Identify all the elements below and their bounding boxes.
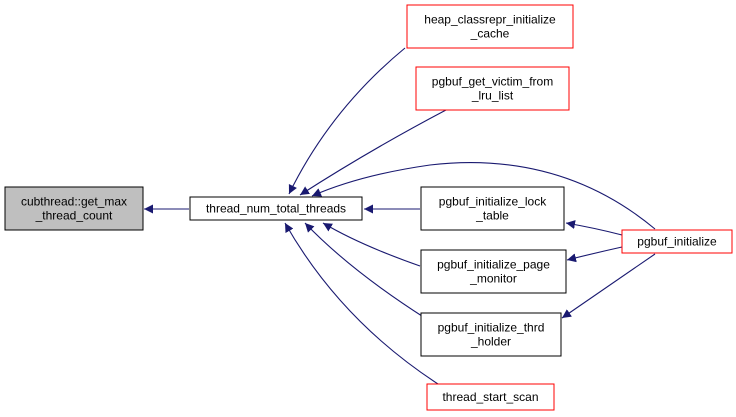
node-label-line: pgbuf_initialize: [637, 235, 717, 249]
node-start-scan[interactable]: thread_start_scan: [426, 383, 555, 411]
edge-pgbuf_init-to-lock_table: [565, 220, 623, 236]
node-label-line: heap_classrepr_initialize: [424, 13, 556, 27]
node-label-line: _thread_count: [35, 209, 113, 223]
edge-pgbuf_init-to-thrd_holder: [561, 253, 656, 319]
node-num-total[interactable]: thread_num_total_threads: [189, 196, 363, 221]
node-label-line: _cache: [470, 27, 510, 41]
node-label-line: thread_num_total_threads: [206, 202, 346, 216]
node-label-line: cubthread::get_max: [21, 195, 127, 209]
node-box: [415, 66, 570, 111]
node-label-line: _table: [475, 209, 509, 223]
node-page-monitor[interactable]: pgbuf_initialize_page_monitor: [420, 249, 567, 294]
edge-victim-to-num_total: [299, 109, 447, 196]
node-victim[interactable]: pgbuf_get_victim_from_lru_list: [415, 66, 570, 111]
node-label-line: _lru_list: [471, 89, 514, 103]
edge-thrd_holder-to-num_total: [304, 222, 426, 319]
edge-heap_cache-to-num_total: [288, 47, 406, 195]
edge-page_monitor-to-num_total: [322, 222, 421, 267]
edge-pgbuf_init-to-page_monitor: [566, 246, 623, 263]
node-thrd-holder[interactable]: pgbuf_initialize_thrd_holder: [420, 312, 562, 357]
node-label-line: _holder: [470, 335, 511, 349]
node-label-line: pgbuf_initialize_page: [437, 258, 550, 272]
edges: [144, 47, 656, 385]
node-box: [420, 249, 567, 294]
edge-start_scan-to-num_total: [284, 222, 439, 385]
node-heap-cache[interactable]: heap_classrepr_initialize_cache: [406, 4, 574, 49]
node-label-line: pgbuf_initialize_thrd: [438, 321, 545, 335]
node-get-max[interactable]: cubthread::get_max_thread_count: [4, 186, 144, 231]
node-box: [406, 4, 574, 49]
node-box: [420, 186, 565, 231]
node-box: [420, 312, 562, 357]
node-box: [4, 186, 144, 231]
node-pgbuf-init[interactable]: pgbuf_initialize: [621, 229, 733, 254]
node-lock-table[interactable]: pgbuf_initialize_lock_table: [420, 186, 565, 231]
node-box: [426, 383, 555, 411]
node-label-line: pgbuf_get_victim_from: [432, 75, 553, 89]
node-label-line: _monitor: [469, 272, 517, 286]
node-box: [189, 196, 363, 221]
node-label-line: pgbuf_initialize_lock: [439, 195, 547, 209]
edge-pgbuf_init-to-num_total: [311, 162, 656, 230]
nodes: cubthread::get_max_thread_count thread_nu…: [4, 4, 733, 411]
node-box: [621, 229, 733, 254]
node-label-line: thread_start_scan: [442, 390, 538, 404]
